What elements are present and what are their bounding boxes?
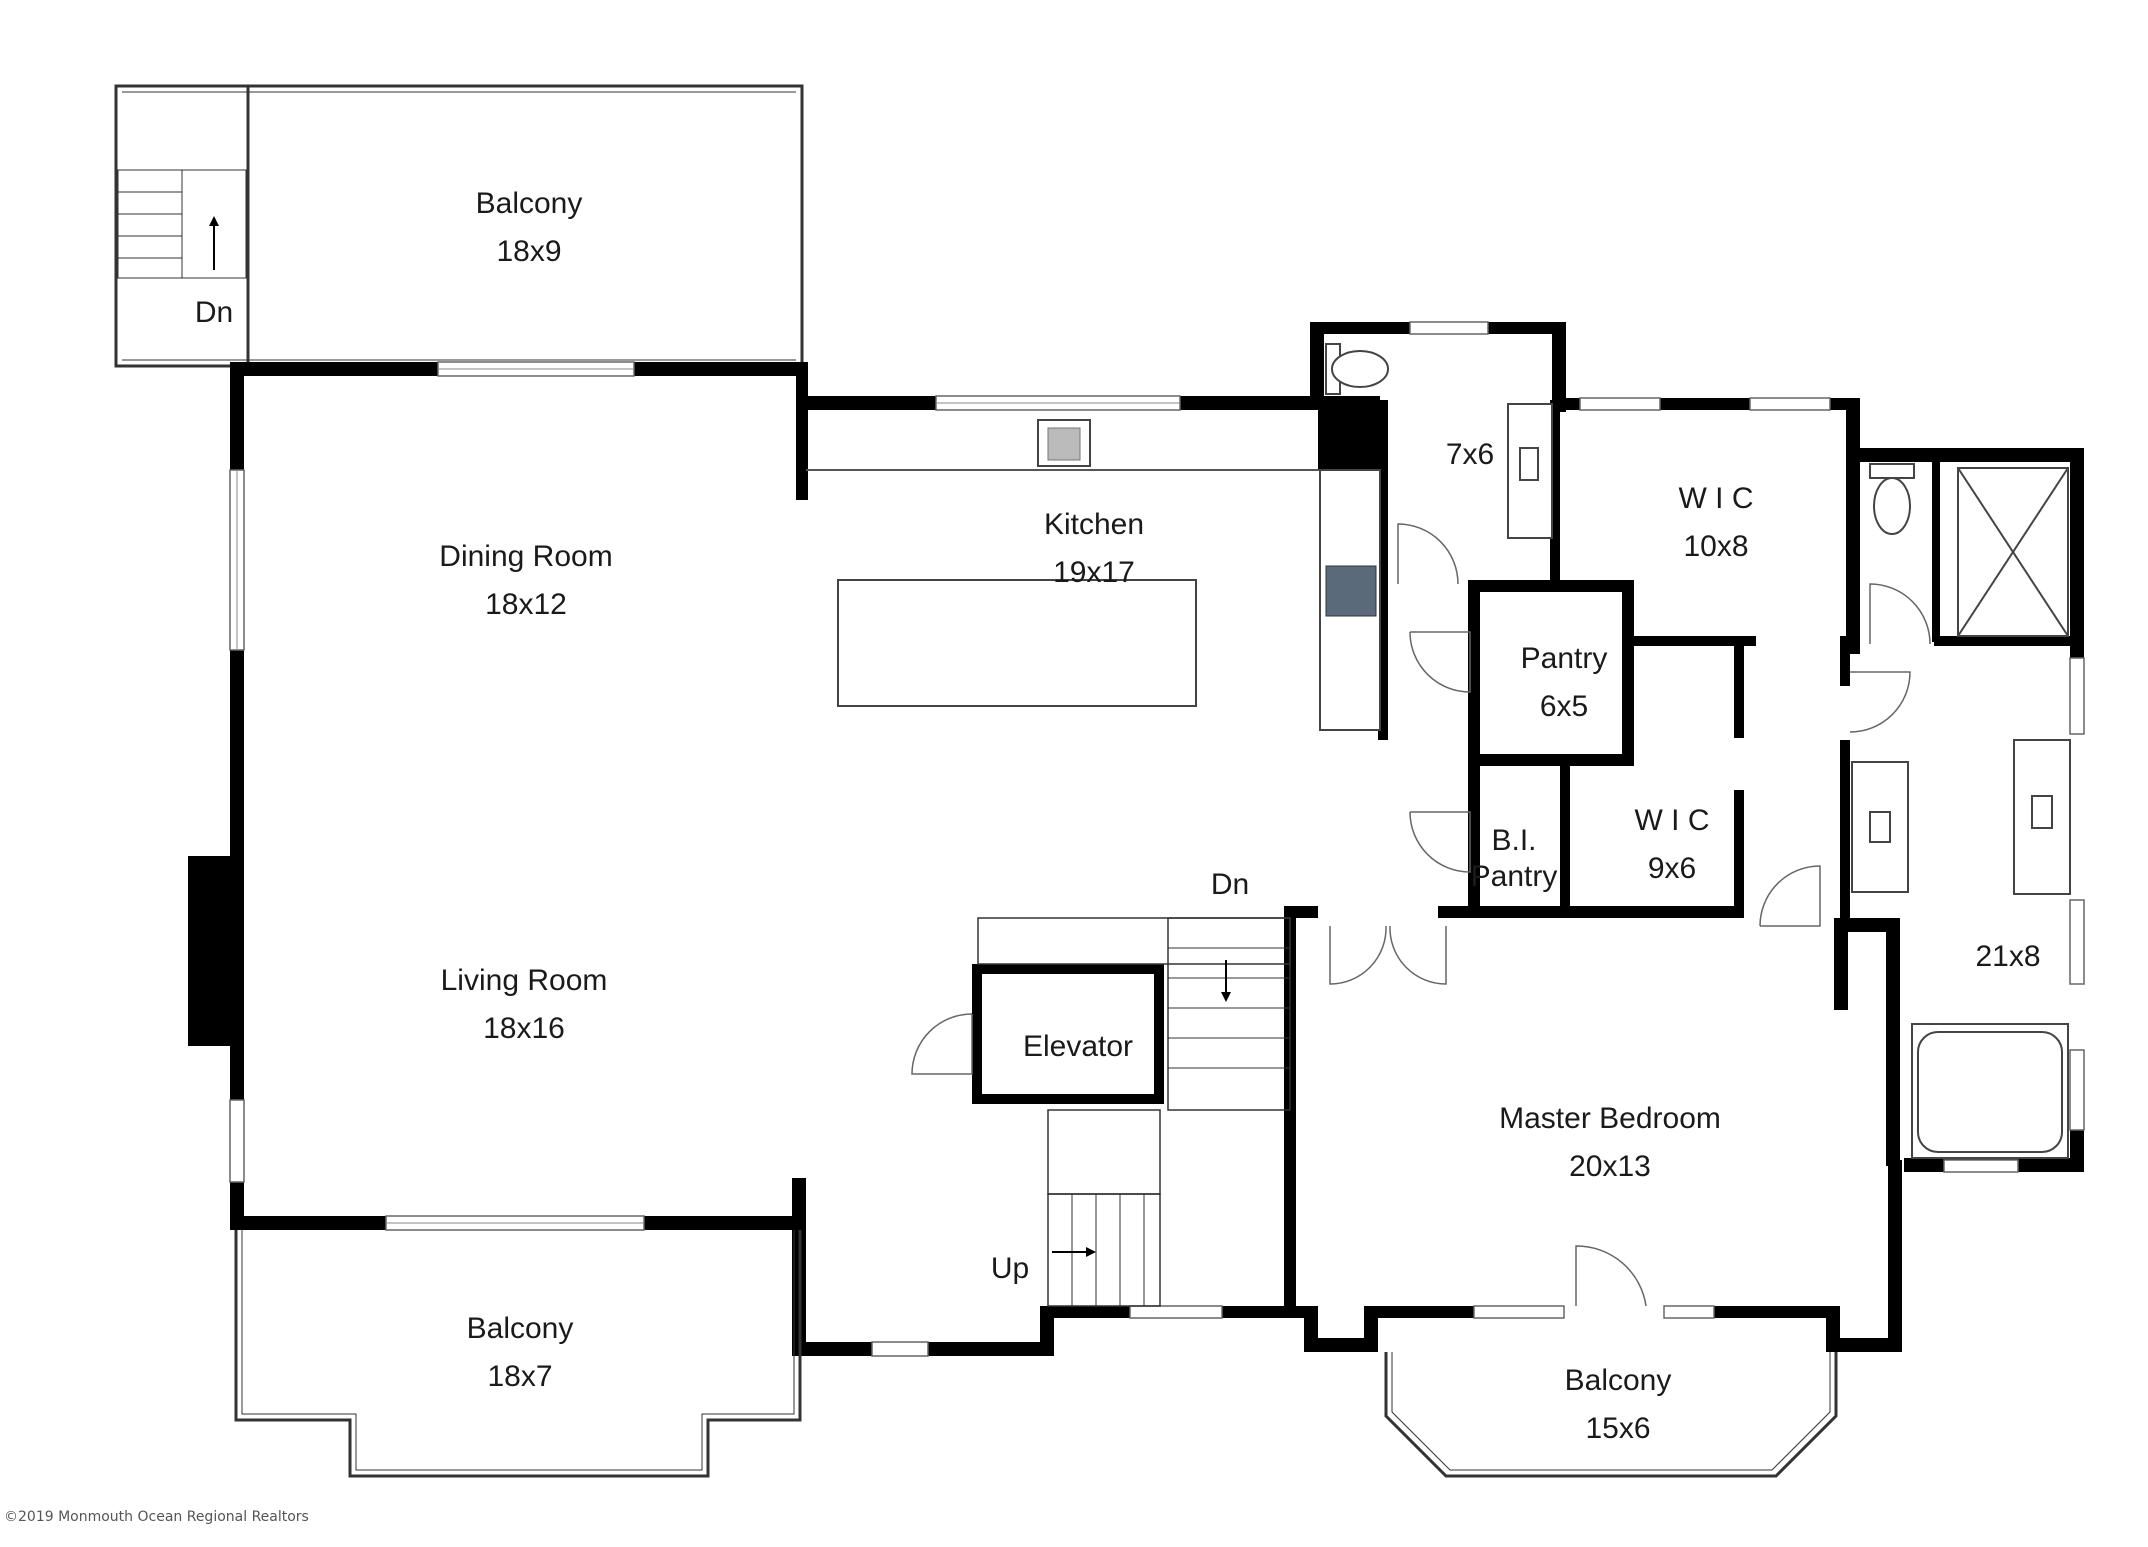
balcony-sw-name: Balcony	[467, 1312, 574, 1345]
kitchen-name: Kitchen	[1044, 508, 1144, 541]
kitchen-fixtures	[806, 419, 1381, 731]
bi-pantry-line2: Pantry	[1471, 860, 1558, 893]
stair-down	[977, 917, 1291, 1111]
windows	[229, 321, 2085, 1357]
balcony-se-name: Balcony	[1565, 1364, 1672, 1397]
balcony-sw-size: 18x7	[487, 1360, 552, 1393]
kitchen-island	[837, 579, 1197, 707]
balcony-nw-size: 18x9	[496, 235, 561, 268]
copyright-notice: ©2019 Monmouth Ocean Regional Realtors	[4, 1509, 309, 1525]
balcony-se	[1384, 1352, 1838, 1478]
stair-up	[1047, 1109, 1161, 1307]
wic-9x6-size: 9x6	[1648, 852, 1696, 885]
balcony-se-size: 15x6	[1585, 1412, 1650, 1445]
pantry-size: 6x5	[1540, 690, 1588, 723]
wic-9x6-name: W I C	[1635, 804, 1710, 837]
dining-room-size: 18x12	[485, 588, 567, 621]
dining-room-name: Dining Room	[439, 540, 612, 573]
kitchen-size: 19x17	[1053, 556, 1135, 589]
elevator-label: Elevator	[1023, 1030, 1133, 1063]
balcony-nw-name: Balcony	[476, 187, 583, 220]
balcony-sw	[234, 1230, 802, 1478]
cooktop	[1325, 565, 1377, 617]
living-room-name: Living Room	[441, 964, 608, 997]
fireplace	[188, 856, 234, 1046]
stair-up-label: Up	[991, 1252, 1029, 1285]
room-labels: Balcony 18x9 Dn Dining Room 18x12 Kitche…	[195, 187, 2041, 1445]
master-bedroom-name: Master Bedroom	[1499, 1102, 1721, 1135]
refrigerator	[1318, 396, 1380, 470]
pantry-name: Pantry	[1521, 642, 1608, 675]
stair-nw	[117, 169, 247, 279]
interior-walls	[972, 400, 2080, 1306]
bath-7x6-size: 7x6	[1446, 438, 1494, 471]
doors	[911, 523, 1931, 1307]
living-room-size: 18x16	[483, 1012, 565, 1045]
bi-pantry-line1: B.I.	[1491, 824, 1536, 857]
wic-10x8-name: W I C	[1679, 482, 1754, 515]
wic-10x8-size: 10x8	[1683, 530, 1748, 563]
master-bedroom-size: 20x13	[1569, 1150, 1651, 1183]
bath-fixtures	[1325, 343, 2071, 1159]
stair-nw-label: Dn	[195, 296, 233, 329]
stair-down-label: Dn	[1211, 868, 1249, 901]
bath-21x8-size: 21x8	[1975, 940, 2040, 973]
